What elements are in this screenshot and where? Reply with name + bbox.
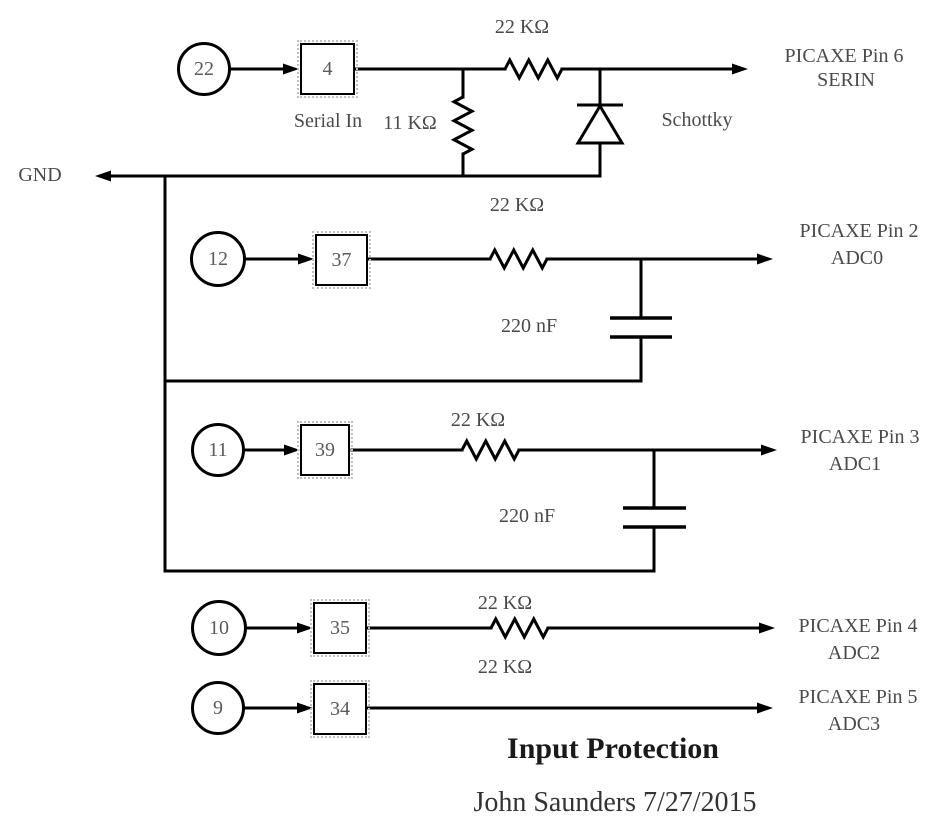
wire-node-label: 10 — [209, 616, 229, 639]
wire-node-22: 22 — [177, 42, 231, 96]
wire-node-label: 22 — [194, 57, 214, 80]
wire-node-10: 10 — [191, 600, 247, 656]
resistor-value-adc3: 22 KΩ — [477, 656, 533, 678]
wire-node-12: 12 — [190, 231, 246, 287]
signal-label-adc1: ADC1 — [828, 453, 882, 475]
resistor-22k-adc2 — [489, 615, 550, 641]
resistor-22k-adc1 — [460, 437, 521, 463]
row-serin-wiring — [229, 56, 748, 178]
signal-label-adc3: ADC3 — [827, 713, 881, 735]
pin-label-serin: PICAXE Pin 6 — [784, 45, 904, 67]
signal-label-serin: SERIN — [817, 69, 875, 91]
pin-label-adc0: PICAXE Pin 2 — [799, 220, 919, 242]
gate-box-label: 37 — [331, 248, 352, 271]
capacitor-value-adc0: 220 nF — [500, 315, 558, 337]
resistor-value-11k: 11 KΩ — [383, 112, 437, 134]
pin-label-adc2: PICAXE Pin 4 — [798, 615, 918, 637]
row-adc1-wiring — [243, 437, 777, 573]
resistor-value-adc2: 22 KΩ — [477, 592, 533, 614]
wire-node-label: 11 — [208, 438, 228, 461]
wire-node-label: 9 — [213, 696, 223, 719]
gate-box-39: 39 — [297, 421, 353, 479]
wire-node-9: 9 — [191, 681, 245, 735]
wire-node-11: 11 — [191, 423, 245, 477]
gate-box-35: 35 — [310, 599, 370, 657]
row-adc2-wiring — [245, 615, 775, 641]
resistor-value-adc0: 22 KΩ — [489, 194, 545, 216]
schottky-diode — [575, 103, 625, 145]
capacitor-adc1 — [623, 506, 686, 529]
signal-label-adc0: ADC0 — [830, 247, 884, 269]
resistor-22k-serin — [503, 56, 564, 82]
gnd-label: GND — [18, 164, 62, 186]
schottky-label: Schottky — [661, 109, 733, 131]
capacitor-adc0 — [610, 316, 672, 339]
diagram-title: Input Protection — [507, 732, 719, 765]
pin-label-adc3: PICAXE Pin 5 — [798, 686, 918, 708]
resistor-value-adc1: 22 KΩ — [450, 409, 506, 431]
gate-box-4: 4 — [297, 40, 358, 98]
gate-box-34: 34 — [310, 680, 370, 738]
resistor-11k-shunt — [450, 95, 476, 156]
wire-node-label: 12 — [208, 247, 228, 270]
resistor-22k-adc0 — [488, 246, 549, 272]
signal-label-adc2: ADC2 — [827, 642, 881, 664]
serial-in-caption: Serial In — [293, 110, 363, 132]
gnd-arrow-head — [95, 170, 111, 182]
row-adc0-wiring — [244, 246, 773, 383]
gate-box-label: 35 — [330, 616, 350, 639]
gate-box-label: 39 — [315, 438, 335, 461]
author-credit: John Saunders 7/27/2015 — [473, 787, 757, 818]
gate-box-label: 34 — [330, 697, 350, 720]
pin-label-adc1: PICAXE Pin 3 — [800, 426, 920, 448]
capacitor-value-adc1: 220 nF — [498, 505, 556, 527]
row-adc3-wiring — [243, 702, 773, 714]
gate-box-37: 37 — [312, 231, 371, 289]
gate-box-label: 4 — [322, 57, 333, 80]
resistor-value-serin: 22 KΩ — [494, 16, 550, 38]
gnd-rail — [95, 170, 656, 573]
